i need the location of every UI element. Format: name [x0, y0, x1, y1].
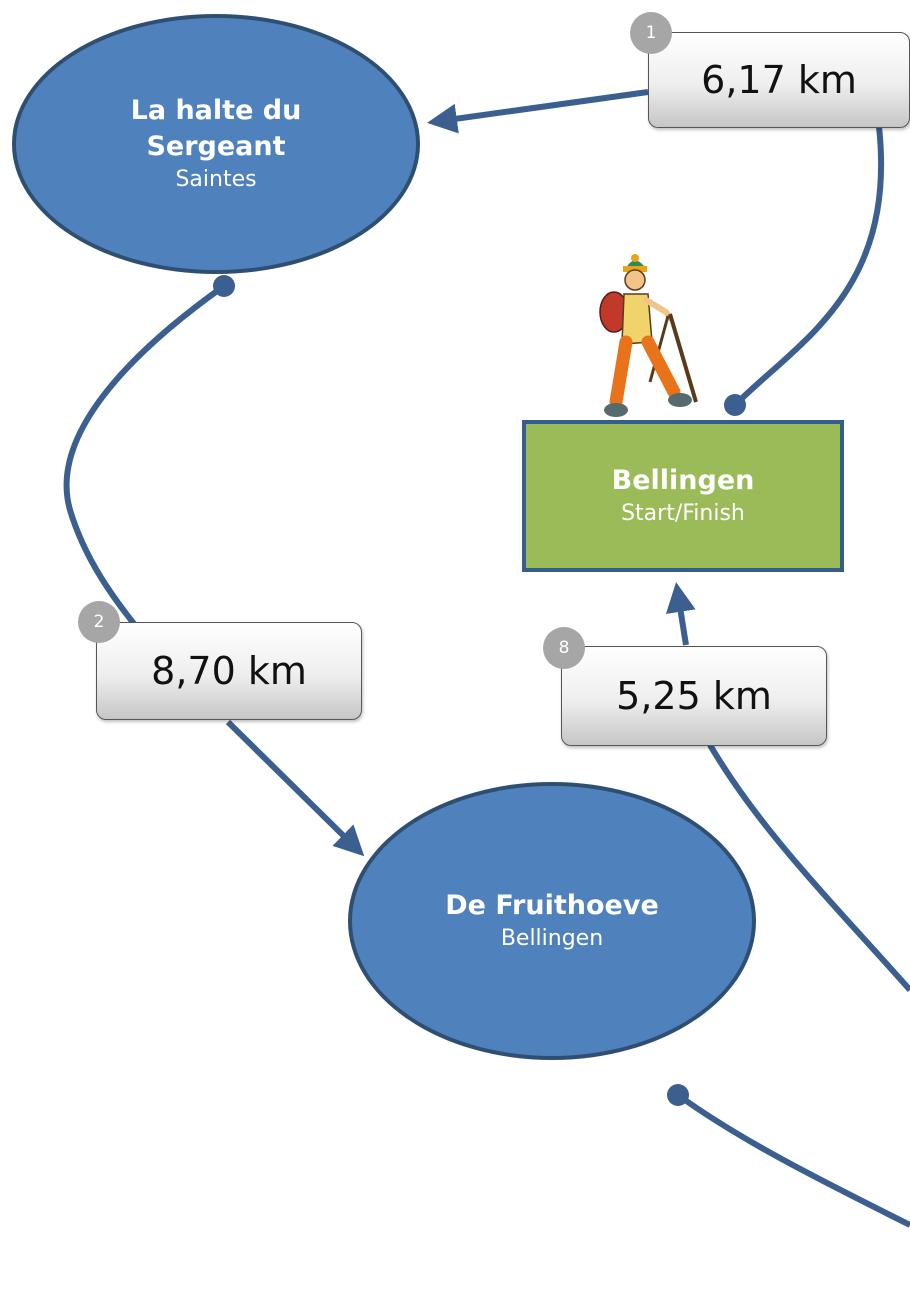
leg-number: 2 — [93, 612, 105, 632]
node-subtitle: Saintes — [175, 167, 257, 192]
connector-sergeant-to-leg2 — [63, 283, 226, 627]
connector-incoming-to-leg8 — [707, 743, 910, 992]
connector-fruithoeve-onward — [676, 1092, 910, 1228]
leg-distance-box: 5,25 km — [561, 646, 827, 746]
connector-leg8-to-bellingen — [665, 582, 696, 646]
leg-number: 8 — [558, 638, 570, 658]
connector-bellingen-to-leg1 — [732, 117, 885, 408]
node-title: Bellingen — [611, 465, 755, 496]
node-la-halte-du-sergeant: La halte du Sergeant Saintes — [12, 14, 420, 274]
node-title: La halte du Sergeant — [130, 95, 302, 162]
connector-leg1-to-sergeant — [427, 89, 649, 134]
leg-distance-box: 8,70 km — [96, 622, 362, 720]
node-subtitle: Start/Finish — [621, 501, 745, 526]
hiker-icon — [599, 254, 698, 417]
connector-leg2-to-fruithoeve — [225, 719, 365, 857]
leg-distance: 5,25 km — [616, 674, 772, 718]
leg-number-badge: 1 — [630, 12, 672, 54]
connector-dot — [667, 1084, 689, 1106]
leg-number: 1 — [645, 23, 657, 43]
node-title: De Fruithoeve — [445, 890, 659, 921]
node-de-fruithoeve: De Fruithoeve Bellingen — [348, 782, 756, 1060]
leg-distance: 6,17 km — [701, 58, 857, 102]
node-bellingen-start-finish: Bellingen Start/Finish — [522, 420, 844, 572]
connector-dot — [213, 275, 235, 297]
leg-distance-box: 6,17 km — [648, 32, 910, 128]
leg-number-badge: 8 — [543, 627, 585, 669]
leg-number-badge: 2 — [78, 601, 120, 643]
node-subtitle: Bellingen — [500, 926, 604, 951]
leg-distance: 8,70 km — [151, 649, 307, 693]
connector-dot — [724, 394, 746, 416]
